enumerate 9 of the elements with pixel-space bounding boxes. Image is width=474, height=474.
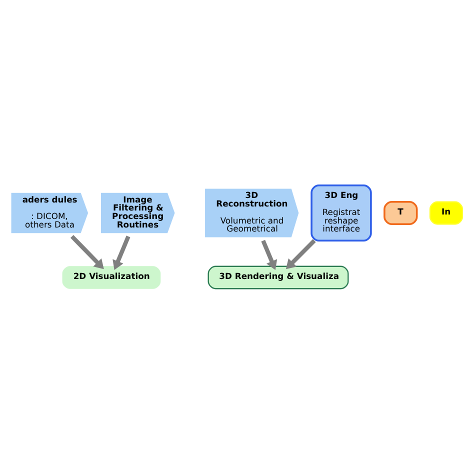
arrow [261,240,278,270]
node-box: 3D Rendering & Visualiza [208,266,349,290]
node-box: 2D Visualization [62,266,161,289]
arrow [286,239,316,270]
node-box: In [429,201,464,225]
node-box: 3D Eng Registrat reshape interface [310,184,372,242]
arrow [70,234,104,270]
node-box: T [384,201,418,225]
arrow [112,236,130,270]
